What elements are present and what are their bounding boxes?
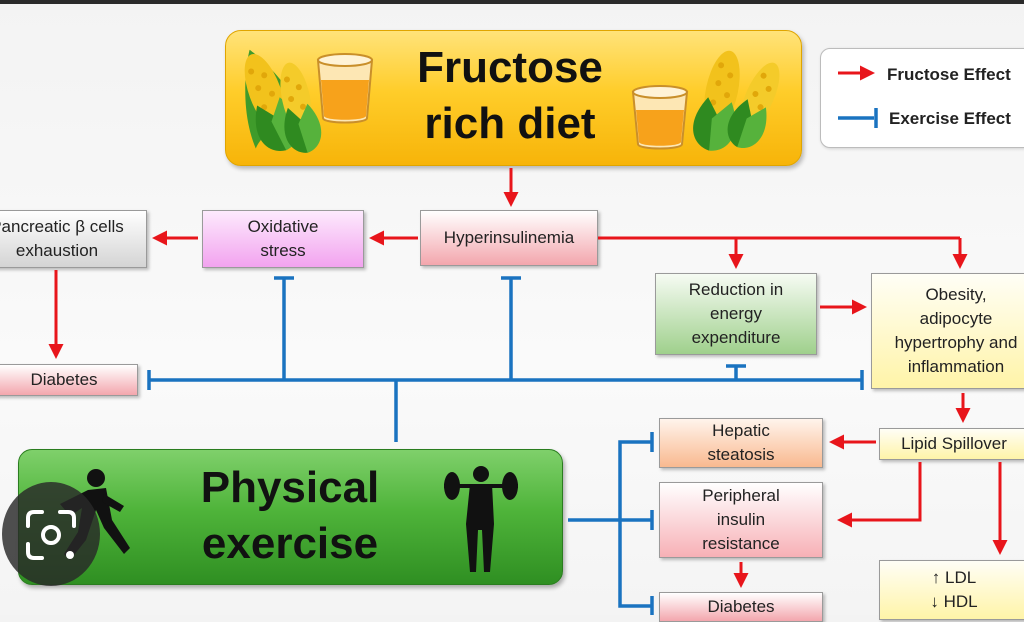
corn-icon — [280, 62, 322, 153]
hepatic-steatosis-box: Hepatic steatosis — [659, 418, 823, 468]
fructose-rich-diet-title: Fructose rich diet — [417, 43, 603, 148]
arrow-lipid-to-peripheral — [837, 462, 922, 528]
juice-glass-icon — [631, 85, 689, 150]
legend-exercise-label: Exercise Effect — [889, 109, 1011, 128]
physical-exercise-title: Physical exercise — [200, 463, 380, 568]
peripheral-insulin-box: Peripheral insulin resistance — [659, 482, 823, 558]
legend: Fructose Effect Exercise Effect — [820, 48, 1024, 148]
lens-icon — [26, 510, 76, 560]
legend-symbols — [838, 65, 878, 128]
hyperinsulinemia-box: Hyperinsulinemia — [420, 210, 598, 266]
diabetes-left-box: Diabetes — [0, 364, 138, 396]
corn-icon — [727, 62, 780, 149]
top-border — [0, 0, 1024, 4]
legend-fructose-label: Fructose Effect — [887, 65, 1011, 84]
pancreatic-exhaustion-box: Pancreatic β cells exhaustion — [0, 210, 147, 268]
reduction-energy-box: Reduction in energy expenditure — [655, 273, 817, 355]
lipid-spillover-box: Lipid Spillover — [879, 428, 1024, 460]
lens-search-button[interactable] — [2, 482, 100, 586]
obesity-box: Obesity, adipocyte hypertrophy and infla… — [871, 273, 1024, 389]
ldl-hdl-box: ↑ LDL ↓ HDL — [879, 560, 1024, 620]
corn-icon — [693, 50, 740, 151]
weightlifter-icon — [444, 466, 518, 572]
fructose-effect-arrows — [48, 168, 1008, 588]
juice-glass-icon — [316, 53, 374, 124]
oxidative-stress-box: Oxidative stress — [202, 210, 364, 268]
exercise-effect-inhibitors — [147, 276, 864, 615]
